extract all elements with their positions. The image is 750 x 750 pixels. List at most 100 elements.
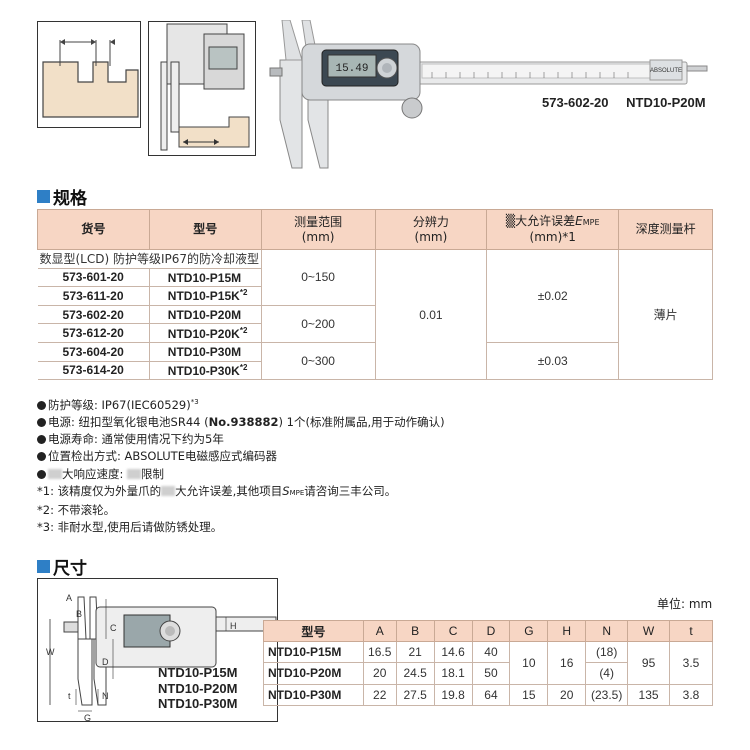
model-sup: *2 xyxy=(239,325,248,335)
note-response-pre: 大响应速度: xyxy=(62,466,128,481)
dim-table-header-row: 型号 A B C D G H N W t xyxy=(263,620,713,642)
dim-label-h: H xyxy=(230,621,237,631)
bullet-icon xyxy=(37,435,46,445)
dim-model-item: NTD10-P20M xyxy=(158,680,238,696)
dim-model-item: NTD10-P15M xyxy=(158,665,238,680)
section-square-icon xyxy=(37,190,50,203)
spec-table-header-row: 货号 型号 测量范围 (mm) 分辨力 (mm) ▒大允许误差EMPE (mm)… xyxy=(37,209,713,250)
dim-cell-c: 14.6 xyxy=(433,640,473,664)
spec-section-heading: 规格 xyxy=(37,184,87,209)
table-row: NTD10-P30M 22 27.5 19.8 64 15 20 (23.5) … xyxy=(263,683,713,706)
spec-header-resolution-label: 分辨力 xyxy=(412,214,449,229)
bullet-icon xyxy=(37,469,46,479)
error-cell-003: ±0.03 xyxy=(486,342,620,381)
note-footnote-1: *1: 该精度仅为外量爪的大允许误差,其他项目SMPE请咨询三丰公司。 xyxy=(37,483,445,502)
brand-logo: ABSOLUTE xyxy=(650,68,682,74)
dim-header-w: W xyxy=(627,620,671,642)
caliper-product-photo: 15.49 ABSOLUTE xyxy=(269,20,708,169)
bullet-icon xyxy=(37,452,46,462)
unit-label: 单位: mm xyxy=(657,597,713,611)
jaw-outline-diagram xyxy=(42,39,139,118)
dim-cell-model: NTD10-P15M xyxy=(263,640,364,664)
dim-model-item: NTD10-P30M xyxy=(158,696,238,711)
caption-model-code: 573-602-20 xyxy=(542,95,609,110)
note-power-part-number: No.938882 xyxy=(208,415,279,430)
code-cell: 573-604-20 xyxy=(37,342,150,362)
model-cell: NTD10-P15M xyxy=(149,268,262,288)
dimension-diagram: A B C D H W N t G xyxy=(37,578,278,723)
note-footnote-1-pre: *1: 该精度仅为外量爪的 xyxy=(37,483,162,498)
jaw-measure-diagram xyxy=(160,23,250,151)
dim-cell-model: NTD10-P30M xyxy=(263,683,364,706)
display-reading: 15.49 xyxy=(335,63,368,75)
blurred-glyph xyxy=(161,485,176,496)
dimension-table: 型号 A B C D G H N W t NTD10-P15M 16.5 21 … xyxy=(263,620,713,706)
dim-cell-w-merged: 95 xyxy=(627,641,671,685)
note-power-post: ) 1个(标准附属品,用于动作确认) xyxy=(278,415,445,430)
note-protection-sup: *3 xyxy=(190,398,199,406)
table-row: 573-604-20 NTD10-P30M 0~300 ±0.03 xyxy=(37,342,713,381)
dim-label-g: G xyxy=(84,713,91,723)
dim-header-t: t xyxy=(669,620,713,642)
dim-cell-h: 20 xyxy=(547,683,587,706)
range-cell-200: 0~200 xyxy=(261,305,376,343)
dim-header-b: B xyxy=(395,620,435,642)
dim-section-heading: 尺寸 xyxy=(37,554,87,579)
dim-model-list: NTD10-P15M NTD10-P20M NTD10-P30M xyxy=(158,665,237,712)
table-row: 573-601-20 NTD10-P15M xyxy=(37,268,713,288)
dim-header-d: D xyxy=(471,620,511,642)
spec-header-error: ▒大允许误差EMPE (mm)*1 xyxy=(486,209,620,250)
note-detection-text: 位置检出方式: ABSOLUTE电磁感应式编码器 xyxy=(48,449,277,464)
dim-header-g: G xyxy=(509,620,549,642)
dim-label-w: W xyxy=(46,647,55,657)
note-response: 大响应速度: 限制 xyxy=(37,466,445,483)
model-cell: NTD10-P20M xyxy=(149,305,262,325)
depth-rod-cell: 薄片 xyxy=(618,249,713,381)
range-cell-300: 0~300 xyxy=(261,342,376,381)
blurred-glyph xyxy=(48,468,62,479)
dim-header-a: A xyxy=(362,620,397,642)
resolution-cell: 0.01 xyxy=(375,249,488,381)
dim-cell-c: 19.8 xyxy=(433,683,473,706)
spec-table: 货号 型号 测量范围 (mm) 分辨力 (mm) ▒大允许误差EMPE (mm)… xyxy=(37,209,713,381)
note-footnote-2: *2: 不带滚轮。 xyxy=(37,503,116,518)
jaw-detail-image-2 xyxy=(148,21,256,156)
code-cell: 573-611-20 xyxy=(37,286,150,306)
dim-cell-model: NTD10-P20M xyxy=(263,662,364,685)
dim-cell-a: 22 xyxy=(362,683,397,706)
code-cell: 573-614-20 xyxy=(37,361,150,381)
model-text: NTD10-P15K xyxy=(167,289,240,304)
dim-cell-n: (23.5) xyxy=(585,683,629,706)
code-cell: 573-601-20 xyxy=(37,268,150,288)
scale-ticks xyxy=(431,72,629,78)
model-sup: *2 xyxy=(239,288,248,298)
note-footnote-1-symbol: S xyxy=(282,483,290,498)
caption-model-name: NTD10-P20M xyxy=(626,95,706,110)
table-row: 573-612-20 NTD10-P20K*2 xyxy=(37,323,713,343)
dim-section-title: 尺寸 xyxy=(53,559,87,579)
dim-cell-d: 40 xyxy=(471,640,511,664)
model-text: NTD10-P20K xyxy=(167,326,240,341)
dim-cell-b: 27.5 xyxy=(395,683,435,706)
spec-header-range: 测量范围 (mm) xyxy=(260,209,376,250)
dim-header-model: 型号 xyxy=(263,620,364,642)
dim-label-t: t xyxy=(68,691,71,701)
model-cell: NTD10-P30M xyxy=(149,342,262,362)
note-footnote-1-subscript: MPE xyxy=(289,488,305,497)
note-battery-life: 电源寿命: 通常使用情况下约为5年 xyxy=(37,431,445,448)
dim-header-c: C xyxy=(433,620,473,642)
jaw-detail-image-1 xyxy=(37,21,141,128)
table-row: 573-611-20 NTD10-P15K*2 xyxy=(37,286,713,306)
spec-subheader: 数显型(LCD) 防护等级IP67的防冷却液型 xyxy=(37,249,262,269)
bullet-icon xyxy=(37,400,46,410)
spec-notes: 防护等级: IP67(IEC60529)*3 电源: 纽扣型氧化银电池SR44 … xyxy=(37,394,445,536)
spec-header-depth: 深度测量杆 xyxy=(618,209,713,250)
dim-cell-d: 50 xyxy=(471,662,511,685)
model-cell: NTD10-P30K*2 xyxy=(149,361,262,381)
dim-cell-t: 3.8 xyxy=(669,683,713,706)
range-cell-150: 0~150 xyxy=(261,249,376,306)
table-row: NTD10-P15M 16.5 21 14.6 40 10 16 (18) 95… xyxy=(263,640,713,685)
bullet-icon xyxy=(37,418,46,428)
spec-header-range-label: 测量范围 xyxy=(294,214,343,229)
note-power-pre: 电源: 纽扣型氧化银电池SR44 ( xyxy=(48,415,209,430)
